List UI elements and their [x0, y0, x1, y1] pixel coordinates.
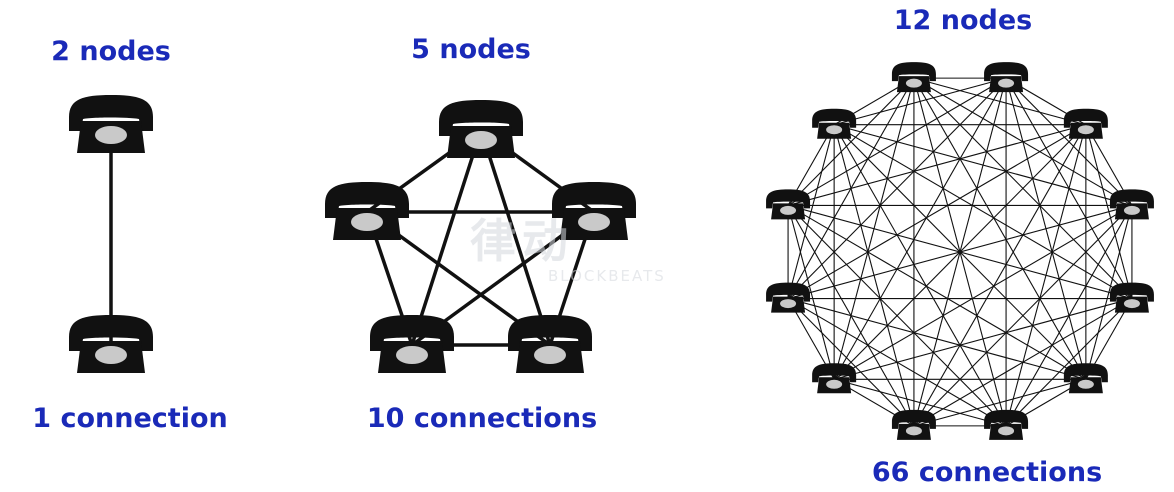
graph-5-connections-label: 10 connections — [366, 403, 598, 434]
telephone-icon — [69, 315, 153, 373]
connection-line — [787, 124, 1087, 300]
connection-line — [913, 77, 1087, 380]
telephone-icon — [766, 282, 811, 313]
connection-line — [787, 204, 1087, 380]
graph-5-nodes-label: 5 nodes — [411, 34, 531, 65]
telephone-icon — [891, 62, 936, 93]
telephone-icon — [1063, 108, 1108, 139]
telephone-icon — [69, 95, 153, 153]
telephone-icon — [370, 315, 454, 373]
connection-line — [913, 77, 1133, 299]
telephone-icon — [1109, 282, 1154, 313]
connection-line — [913, 77, 1133, 206]
connection-line — [787, 298, 915, 427]
connection-line — [479, 129, 552, 346]
connection-line — [833, 77, 915, 380]
telephone-icon — [812, 363, 857, 394]
telephone-icon — [552, 182, 636, 240]
telephone-icon — [984, 62, 1029, 93]
connection-line — [833, 204, 1133, 380]
graph-12-nodes-label: 12 nodes — [893, 5, 1033, 36]
edges-layer — [109, 77, 1133, 427]
graph-2-nodes-label: 2 nodes — [51, 36, 171, 67]
connection-line — [833, 124, 915, 427]
telephone-icon — [766, 189, 811, 220]
connection-line — [787, 77, 915, 299]
connection-line — [913, 124, 1087, 427]
telephone-icon — [1109, 189, 1154, 220]
connection-line — [410, 129, 483, 346]
telephone-icon — [891, 409, 936, 440]
nodes-layer — [69, 62, 1154, 440]
connection-line — [787, 124, 835, 299]
telephone-icon — [1063, 363, 1108, 394]
connection-line — [833, 77, 1007, 380]
telephone-icon — [508, 315, 592, 373]
graph-12-connections-label: 66 connections — [871, 457, 1103, 488]
graph-2-connections-label: 1 connection — [32, 403, 228, 434]
telephone-icon — [325, 182, 409, 240]
connection-line — [913, 77, 1007, 427]
connection-line — [833, 124, 1007, 427]
connection-line — [833, 124, 1133, 206]
connection-line — [787, 205, 1007, 427]
telephone-icon — [439, 100, 523, 158]
telephone-icon — [984, 409, 1029, 440]
connection-line — [787, 77, 915, 206]
telephone-icon — [812, 108, 857, 139]
connection-line — [833, 378, 1007, 427]
connection-line — [787, 298, 1087, 380]
connection-line — [913, 77, 1087, 126]
connection-line — [787, 205, 835, 380]
connection-line — [833, 124, 1133, 300]
